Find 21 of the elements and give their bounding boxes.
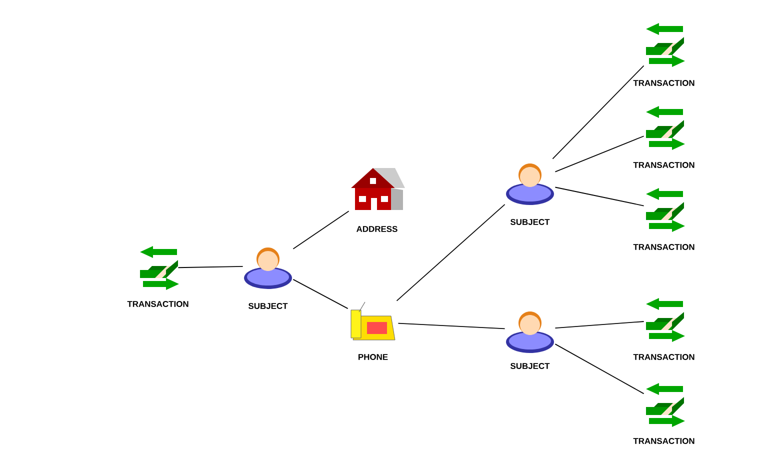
node-label: SUBJECT (510, 219, 550, 225)
node-label: TRANSACTION (633, 438, 694, 444)
connector-line (396, 204, 506, 302)
node-label: TRANSACTION (633, 244, 694, 250)
node-label: TRANSACTION (633, 80, 694, 86)
node-label: TRANSACTION (633, 162, 694, 168)
connector-line (292, 210, 350, 250)
connector-line (292, 278, 348, 310)
connector-line (554, 136, 644, 172)
node-label: ADDRESS (356, 226, 398, 232)
node-label: SUBJECT (248, 303, 288, 309)
node-label: TRANSACTION (127, 301, 188, 307)
node-label: PHONE (358, 354, 388, 360)
connector-line (398, 322, 506, 330)
connector-line (178, 266, 244, 268)
connector-line (554, 344, 644, 394)
connector-line (554, 321, 644, 329)
node-label: SUBJECT (510, 363, 550, 369)
connector-line (554, 186, 644, 206)
node-label: TRANSACTION (633, 354, 694, 360)
connector-line (552, 65, 644, 160)
